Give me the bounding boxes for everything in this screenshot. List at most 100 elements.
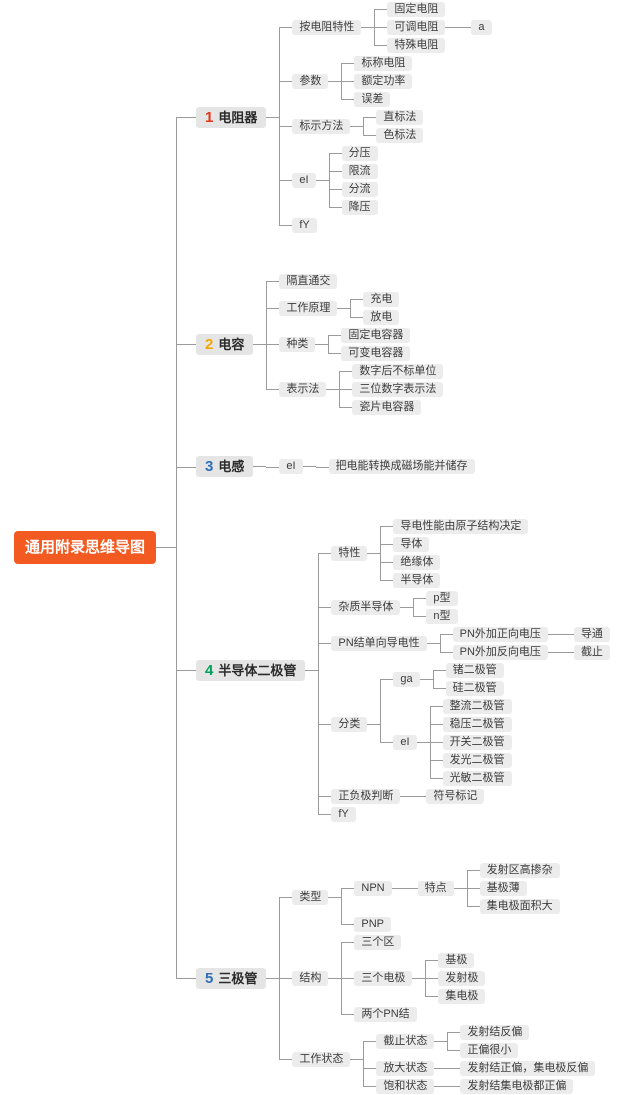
connector-line [253, 343, 267, 345]
children-group: NPN 特点发射区高掺杂基极薄集电极面积大 PNP [341, 861, 560, 933]
mindmap-node-label: 直标法 [376, 109, 424, 125]
connector-line [253, 466, 267, 467]
mindmap-node-label: 额定功率 [354, 73, 413, 89]
children-group: 充电放电 [350, 290, 400, 326]
mindmap-node: 工作原理充电放电 [266, 290, 443, 326]
mindmap-node: 可变电容器 [328, 344, 411, 362]
mindmap-node: 分压 [328, 144, 378, 162]
mindmap-node: 集电极面积大 [466, 897, 560, 915]
mindmap-node-label: NPN [354, 880, 392, 896]
mindmap-node-label: n型 [426, 608, 458, 624]
mindmap-node-label: a [471, 19, 492, 35]
children-group: 标称电阻额定功率误差 [341, 54, 413, 108]
mindmap-node: 限流 [328, 162, 378, 180]
mindmap-node: 放大状态发射结正偏，集电极反偏 [363, 1059, 596, 1077]
mindmap-node-label: 基极 [438, 952, 475, 968]
mindmap-node-label: fY [331, 806, 356, 822]
mindmap-node: 集电极 [425, 987, 486, 1005]
mindmap-node-label: 分类 [331, 716, 368, 732]
connector-line [434, 1085, 448, 1087]
mindmap-node: 参数标称电阻额定功率误差 [279, 54, 491, 108]
connector-line [328, 896, 342, 898]
children-group: 整流二极管稳压二极管开关二极管发光二极管光敏二极管 [429, 697, 512, 787]
branch-number: 2 [205, 335, 214, 353]
mindmap-node: 发射结集电极都正偏 [447, 1077, 574, 1095]
mindmap-node: 直标法 [363, 108, 424, 126]
mindmap-node: 基极薄 [466, 879, 560, 897]
mindmap-node-label: PN外加反向电压 [452, 644, 548, 660]
mindmap-node-label: 发射区高掺杂 [479, 862, 560, 878]
mindmap-node-label: 导体 [393, 536, 430, 552]
children-group: 数字后不标单位三位数字表示法瓷片电容器 [339, 362, 444, 416]
mindmap-node-label: 绝缘体 [393, 554, 441, 570]
children-group: 发射结反偏正偏很小 [447, 1023, 530, 1059]
mindmap-node-label: 工作状态 [292, 1051, 351, 1067]
mindmap-node: PNP [341, 915, 559, 933]
mindmap-node: 结构三个区三个电极基极发射极集电极两个PN结 [279, 933, 595, 1023]
mindmap-node-label: 分流 [341, 181, 378, 197]
connector-line [266, 116, 280, 118]
mindmap-node-label: 发射结正偏，集电极反偏 [460, 1060, 596, 1076]
mindmap-node-label: 类型 [292, 889, 329, 905]
mindmap-node-label: 色标法 [376, 127, 424, 143]
mindmap-node: 饱和状态发射结集电极都正偏 [363, 1077, 595, 1095]
mindmap-node: 发射区高掺杂 [466, 861, 560, 879]
mindmap-node: 发射结正偏，集电极反偏 [447, 1059, 596, 1077]
branch-title: 电阻器 [218, 109, 258, 125]
mindmap-node: a [458, 18, 492, 36]
mindmap-node: 数字后不标单位 [339, 362, 444, 380]
mindmap-node: fY [318, 805, 610, 823]
mindmap-node-label: PNP [354, 916, 391, 932]
mindmap-node: 额定功率 [341, 72, 413, 90]
mindmap-node-label: 半导体 [393, 572, 441, 588]
mindmap-node: 截止 [560, 643, 610, 661]
children-group: 发射结集电极都正偏 [447, 1077, 574, 1095]
mindmap-node: p型 [413, 589, 458, 607]
children-group: 三个区三个电极基极发射极集电极两个PN结 [341, 933, 486, 1023]
connector-line [305, 669, 319, 671]
mindmap-node: 瓷片电容器 [339, 398, 443, 416]
mindmap-node: 标示方法直标法色标法 [279, 108, 491, 144]
mindmap-node-label: 可变电容器 [341, 345, 411, 361]
mindmap-node: 类型 NPN 特点发射区高掺杂基极薄集电极面积大 PNP [279, 861, 595, 933]
mindmap-node: 发射结反偏 [447, 1023, 530, 1041]
mindmap-node-label: eI [292, 172, 316, 188]
connector-line [326, 388, 340, 390]
connector-line [391, 887, 405, 889]
mindmap-node: 工作状态截止状态发射结反偏正偏很小放大状态发射结正偏，集电极反偏饱和状态发射结集… [279, 1023, 596, 1095]
mindmap-node: fY [279, 216, 491, 234]
mindmap-node-label: PN外加正向电压 [452, 626, 548, 642]
connector-line [361, 26, 375, 28]
mindmap-node-label: 导通 [573, 626, 610, 642]
mindmap-node-label: 发光二极管 [442, 752, 512, 768]
connector-line [419, 678, 433, 680]
mindmap-node-label: 开关二极管 [442, 734, 512, 750]
mindmap-node-label: 工作原理 [279, 300, 338, 316]
connector-line [315, 179, 329, 181]
mindmap-node: 特点发射区高掺杂基极薄集电极面积大 [404, 861, 560, 915]
mindmap-node: 发射极 [425, 969, 486, 987]
branch-number: 3 [205, 458, 214, 475]
mindmap-node: 放电 [350, 308, 400, 326]
mindmap-node: 色标法 [363, 126, 424, 144]
branch-title: 电容 [218, 336, 245, 352]
mindmap-node: 分流 [328, 180, 378, 198]
mindmap-node-label: 参数 [292, 73, 329, 89]
mindmap-node-label: 三个区 [354, 934, 402, 950]
mindmap-node-label: 稳压二极管 [442, 716, 512, 732]
mindmap-node: 正偏很小 [447, 1041, 529, 1059]
